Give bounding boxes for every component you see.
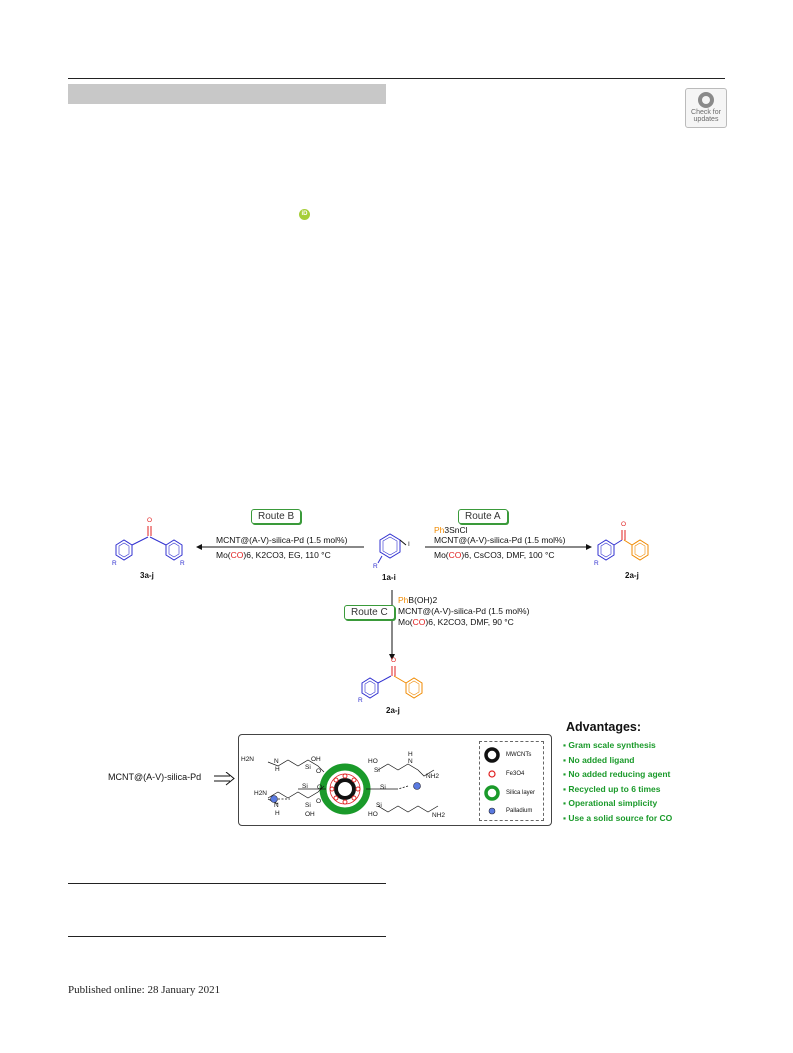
route-b-rest: )6, K2CO3, EG, 110 °C — [243, 550, 331, 560]
route-c-rest: )6, K2CO3, DMF, 90 °C — [425, 617, 514, 627]
cat-nh-bot: N — [274, 802, 279, 809]
cat-o-mid-left: O — [317, 784, 323, 791]
cat-nh2-right: NH2 — [426, 773, 440, 780]
advantage-item: Use a solid source for CO — [563, 811, 672, 826]
cat-si-mid-right: Si — [380, 784, 386, 791]
cat-oh-top: OH — [311, 756, 321, 763]
atom-r-b1: R — [112, 560, 117, 567]
advantage-item: No added ligand — [563, 753, 672, 768]
legend-mwcnts: MWCNTs — [506, 752, 532, 758]
route-c-co: CO — [412, 617, 426, 627]
atom-r-c: R — [358, 697, 363, 704]
route-a-conditions: Mo(CO)6, CsCO3, DMF, 100 °C — [434, 550, 555, 561]
cat-ho-bot-right: HO — [368, 811, 378, 818]
catalyst-name: MCNT@(A-V)-silica-Pd — [108, 772, 202, 782]
cat-si-bot-left: Si — [305, 802, 311, 809]
route-a-rest: )6, CsCO3, DMF, 100 °C — [461, 550, 555, 560]
route-c-reagent: PhB(OH)2 — [398, 595, 437, 606]
atom-o-b: O — [147, 517, 153, 524]
route-a-catalyst: MCNT@(A-V)-silica-Pd (1.5 mol%) — [434, 535, 566, 545]
advantage-item: Operational simplicity — [563, 796, 672, 811]
cat-h-right: H — [408, 751, 413, 758]
atom-o-c: O — [391, 657, 397, 664]
route-a-reagent-rest: 3SnCl — [444, 525, 468, 535]
footer-rule-2 — [68, 936, 386, 937]
compound-c-label: 2a-j — [386, 706, 400, 715]
cat-nh2-bot-right: NH2 — [432, 812, 446, 819]
catalyst-structure-box — [238, 734, 552, 826]
atom-r-b2: R — [180, 560, 185, 567]
atom-r-start: R — [373, 563, 378, 570]
route-b-conditions: Mo(CO)6, K2CO3, EG, 110 °C — [216, 550, 331, 561]
compound-start-label: 1a-i — [382, 573, 396, 582]
route-b-label: Route B — [251, 509, 302, 524]
cat-nh-top: N — [274, 758, 279, 765]
route-b-co: CO — [230, 550, 244, 560]
advantage-item: Recycled up to 6 times — [563, 782, 672, 797]
published-date: Published online: 28 January 2021 — [68, 984, 221, 996]
route-a-mo: Mo( — [434, 550, 449, 560]
cat-h2n-top: H2N — [241, 756, 255, 763]
badge-line1: Check for — [691, 109, 721, 116]
advantage-item: No added reducing agent — [563, 767, 672, 782]
atom-o-a: O — [621, 521, 627, 528]
cat-oh-bot: OH — [305, 811, 315, 818]
legend-silica: Silica layer — [506, 790, 536, 796]
reaction-scheme — [115, 526, 649, 699]
implies-arrow — [214, 772, 235, 786]
cat-nh-right: N — [408, 758, 413, 765]
cat-h-bot: H — [275, 810, 280, 817]
advantage-item: Gram scale synthesis — [563, 738, 672, 753]
header-rule — [68, 78, 725, 79]
updates-icon — [698, 92, 714, 108]
aryl-iodide-structure — [377, 533, 407, 564]
cat-o-top-left: O — [316, 768, 322, 775]
route-c-reagent-ph: Ph — [398, 595, 409, 605]
route-a-reagent-ph: Ph — [434, 525, 445, 535]
route-a-label: Route A — [458, 509, 508, 524]
atom-r-a: R — [594, 560, 599, 567]
cat-o-bot-left: O — [316, 798, 322, 805]
catalyst-legend — [479, 741, 544, 821]
cat-si-top-left: Si — [305, 764, 311, 771]
cat-h-top: H — [275, 766, 280, 773]
catalyst-core-drawing — [267, 747, 500, 815]
badge-line2: updates — [693, 116, 719, 123]
legend-fe3o4: Fe3O4 — [506, 771, 525, 777]
route-c-catalyst: MCNT@(A-V)-silica-Pd (1.5 mol%) — [398, 606, 530, 616]
atom-i-start: I — [408, 541, 410, 548]
route-a-reagent: Ph3SnCl — [434, 525, 468, 536]
check-for-updates-badge[interactable]: Check for updates — [685, 88, 727, 128]
footer-rule-1 — [68, 883, 386, 884]
cat-h2n-bot: H2N — [254, 790, 268, 797]
route-c-mo: Mo( — [398, 617, 413, 627]
route-b-mo: Mo( — [216, 550, 231, 560]
article-type-bar — [68, 84, 386, 104]
route-c-reagent-rest: B(OH)2 — [408, 595, 438, 605]
route-b-catalyst: MCNT@(A-V)-silica-Pd (1.5 mol%) — [216, 535, 348, 545]
compound-a-label: 2a-j — [625, 571, 639, 580]
route-c-label: Route C — [344, 605, 395, 620]
cat-si-bot-right: Si — [376, 802, 382, 809]
cat-ho-top-right: HO — [368, 758, 378, 765]
orcid-icon[interactable]: iD — [299, 209, 310, 220]
advantages-title: Advantages: — [566, 720, 642, 734]
route-c-conditions: Mo(CO)6, K2CO3, DMF, 90 °C — [398, 617, 514, 628]
cat-si-top-right: Si — [374, 767, 380, 774]
compound-b-label: 3a-j — [140, 571, 154, 580]
route-a-co: CO — [448, 550, 462, 560]
cat-si-mid-left: Si — [302, 783, 308, 790]
product-b-structure — [115, 526, 183, 561]
advantages-list: Gram scale synthesis No added ligand No … — [563, 738, 672, 826]
product-a-structure — [597, 530, 649, 561]
legend-palladium: Palladium — [506, 808, 533, 814]
product-c-structure — [361, 666, 423, 699]
